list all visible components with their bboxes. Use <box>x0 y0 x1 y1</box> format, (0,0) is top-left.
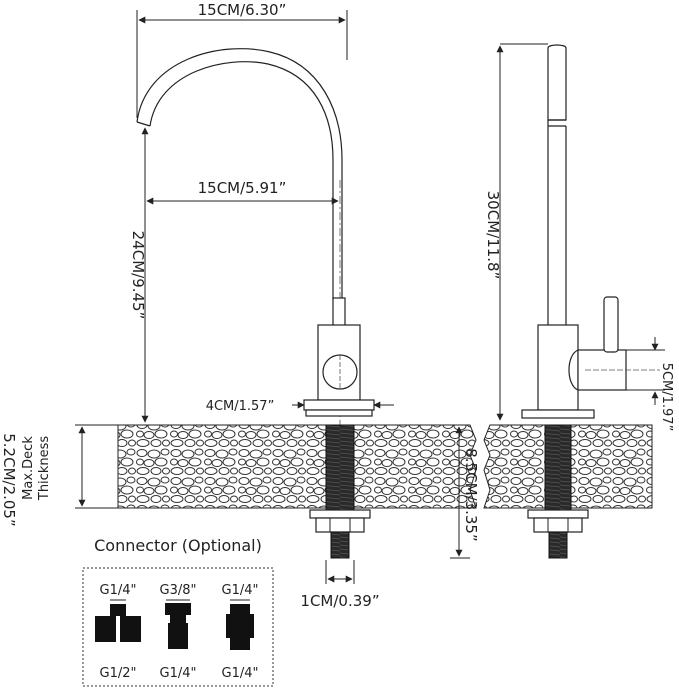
side-view <box>521 44 660 419</box>
dimension-lines <box>75 10 665 584</box>
dim-top-width: 15CM/6.30” <box>198 1 287 19</box>
side-spout <box>547 44 567 121</box>
connector-box <box>82 567 274 687</box>
connector-2-bottom: G1/4" <box>160 666 197 681</box>
dim-spout-height: 24CM/9.45” <box>129 231 147 320</box>
side-body <box>537 324 579 411</box>
front-spout <box>136 48 343 300</box>
dim-connector-width: 1CM/0.39” <box>300 592 379 610</box>
label-max-deck-2: Thickness <box>37 436 52 501</box>
side-handle <box>603 296 619 353</box>
dim-shank-length: 8.5CM/3.35” <box>462 448 480 542</box>
connector-2-top: G3/8" <box>160 583 197 598</box>
connector-3-top: G1/4" <box>222 583 259 598</box>
dim-base-width: 4CM/1.57” <box>206 399 275 414</box>
connector-1: G1/4" G1/2" <box>95 583 141 681</box>
connector-1-top: G1/4" <box>100 583 137 598</box>
dim-handle-height: 5CM/1.97” <box>659 363 674 432</box>
connector-2: G3/8" G1/4" <box>160 583 197 681</box>
dim-max-deck: 5.2CM/2.05” <box>0 433 18 527</box>
dim-reach: 15CM/5.91” <box>198 179 287 197</box>
connector-title: Connector (Optional) <box>94 536 262 555</box>
label-max-deck-1: Max.Deck <box>21 436 36 500</box>
front-view <box>136 48 375 425</box>
front-counter <box>117 424 477 509</box>
connector-1-bottom: G1/2" <box>100 666 137 681</box>
dim-total-height: 30CM/11.8” <box>484 191 502 280</box>
connector-3: G1/4" G1/4" <box>222 583 259 681</box>
connector-3-bottom: G1/4" <box>222 666 259 681</box>
